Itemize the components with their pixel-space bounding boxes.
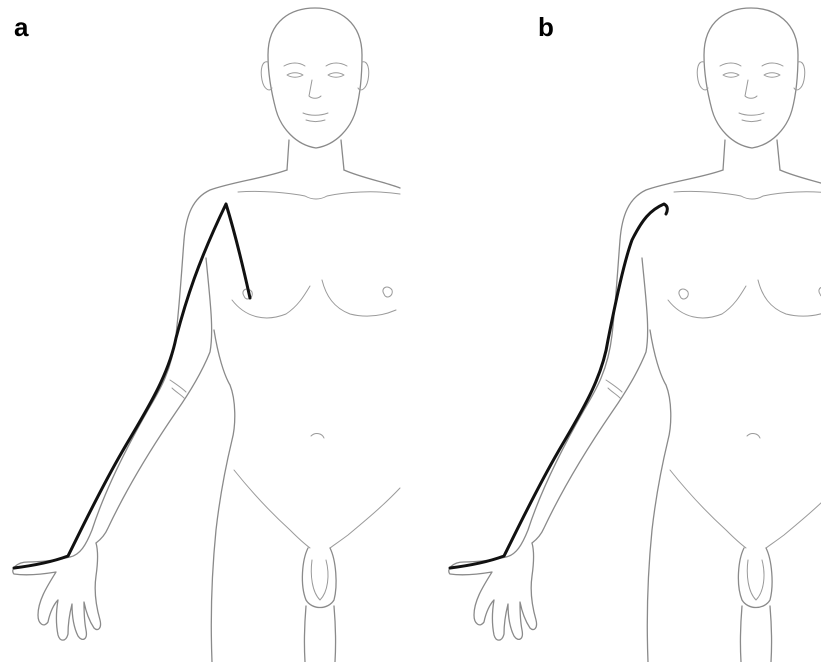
body-outline-a bbox=[13, 8, 400, 662]
panel-label-a: a bbox=[14, 12, 29, 42]
panel-b: b bbox=[449, 8, 821, 662]
body-outline-b bbox=[449, 8, 821, 662]
incision-line-b bbox=[450, 204, 667, 568]
panel-label-b: b bbox=[538, 12, 554, 42]
panel-a: a bbox=[13, 8, 400, 662]
incision-line-a bbox=[14, 204, 250, 568]
